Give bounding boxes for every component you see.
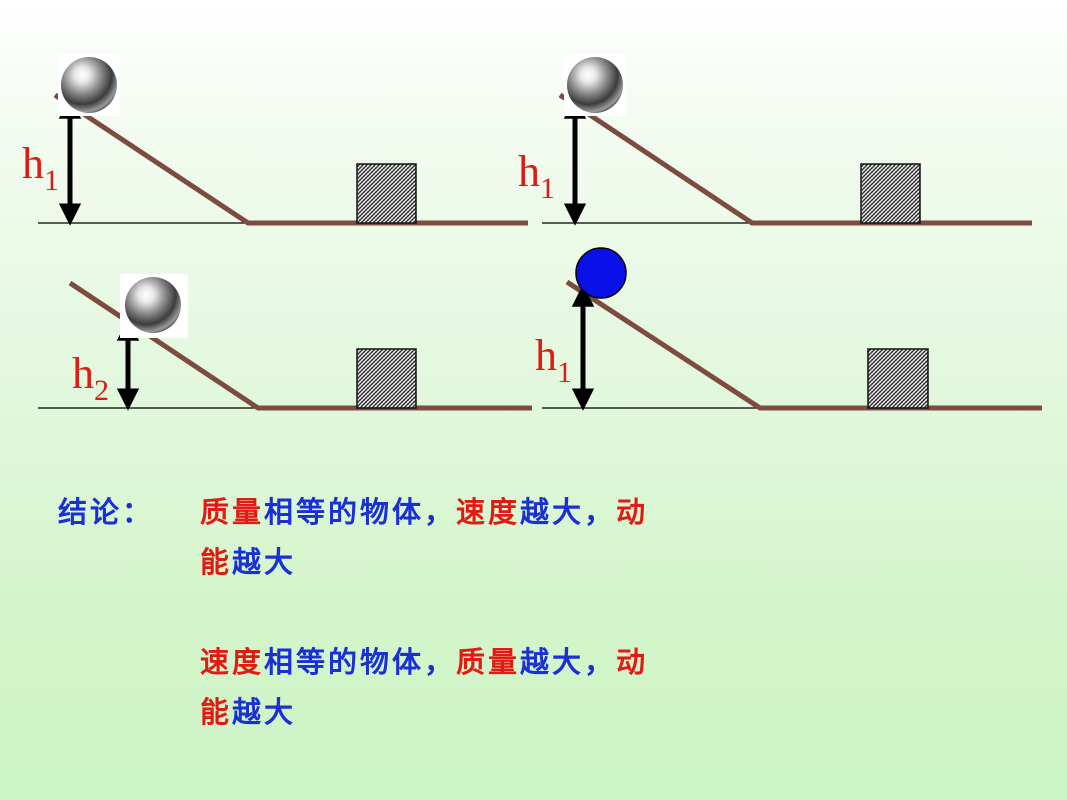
ramp: [53, 92, 528, 226]
text-segment: 越大，: [520, 495, 617, 529]
statement-line: 能越大: [200, 687, 648, 737]
text-segment: 越大: [232, 545, 297, 579]
wooden-block: [860, 163, 921, 224]
height-label: h1: [518, 147, 555, 205]
text-segment: 速度: [456, 495, 521, 529]
height-label: h1: [22, 139, 59, 197]
panel-2: h1: [518, 54, 1032, 226]
conclusion-label: 结论：: [58, 495, 155, 529]
statement-line: 能越大: [200, 537, 648, 587]
text-segment: 越大: [232, 695, 297, 729]
text-segment: 动: [616, 645, 649, 679]
wooden-block: [356, 348, 417, 409]
ramp: [565, 279, 1042, 411]
panel-4: h1: [535, 247, 1042, 411]
text-segment: 速度: [200, 645, 265, 679]
height-label: h2: [72, 349, 109, 407]
text-segment: 质量: [456, 645, 521, 679]
wooden-block: [867, 348, 929, 409]
wooden-block: [356, 163, 417, 224]
text-segment: 越大，: [520, 645, 617, 679]
text-segment: 相等的物体，: [264, 645, 457, 679]
text-segment: 相等的物体，: [264, 495, 457, 529]
text-segment: 动: [616, 495, 649, 529]
conclusion-statement-1: 质量相等的物体，速度越大，动 能越大: [200, 487, 648, 587]
panel-3: h2: [38, 274, 532, 411]
text-segment: 能: [200, 695, 233, 729]
steel-ball: [564, 54, 626, 116]
conclusion-statement-2: 速度相等的物体，质量越大，动 能越大: [200, 637, 648, 737]
text-segment: 能: [200, 545, 233, 579]
text-segment: 质量: [200, 495, 265, 529]
statement-line: 速度相等的物体，质量越大，动: [200, 637, 648, 687]
statement-line: 质量相等的物体，速度越大，动: [200, 487, 648, 537]
panel-1: h1: [22, 54, 528, 226]
height-label: h1: [535, 331, 572, 389]
steel-ball: [120, 274, 188, 338]
steel-ball: [58, 54, 120, 116]
blue-ball: [575, 247, 627, 299]
experiment-diagram: h1 h1 h2 h1: [22, 54, 1042, 411]
ramp: [558, 92, 1032, 226]
